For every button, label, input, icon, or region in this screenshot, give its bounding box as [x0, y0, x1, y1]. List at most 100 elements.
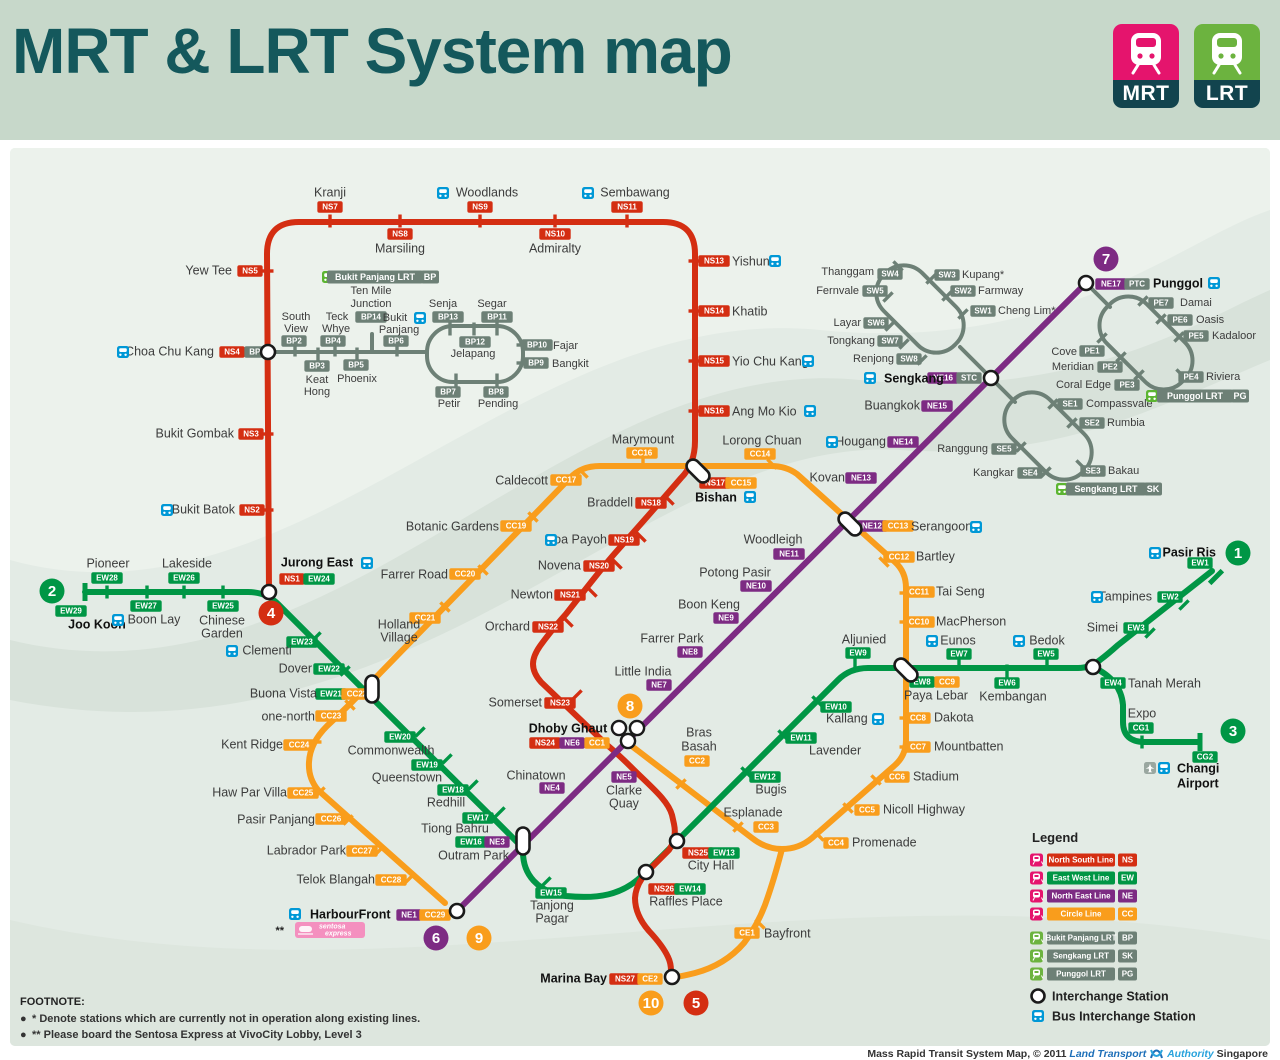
mrt-logo-label: MRT	[1113, 80, 1179, 108]
station-label-Phoenix: Phoenix	[337, 373, 377, 385]
terminal-number-3: 3	[1220, 718, 1246, 744]
station-code-BP14: BP14	[355, 311, 387, 323]
station-code-NS21: NS21	[554, 589, 586, 601]
legend-title: Legend	[1032, 830, 1078, 845]
svg-text:SE5: SE5	[996, 445, 1012, 454]
svg-text:EW17: EW17	[467, 814, 489, 823]
svg-text:CC20: CC20	[455, 570, 476, 579]
svg-text:EW23: EW23	[291, 638, 313, 647]
station-code-CC8: CC8	[905, 712, 931, 724]
station-label-Ang Mo Kio: Ang Mo Kio	[732, 404, 797, 418]
svg-text:PE6: PE6	[1172, 316, 1188, 325]
bus-interchange-icon	[545, 534, 557, 546]
svg-text:CC1: CC1	[589, 739, 606, 748]
station-tick-Tampines	[1178, 599, 1190, 611]
footer-suffix: Singapore	[1213, 1048, 1268, 1060]
svg-text:express: express	[325, 931, 352, 938]
station-code-SE2: SE2	[1079, 417, 1105, 429]
station-label-Senja: Senja	[429, 298, 458, 310]
svg-text:SW8: SW8	[900, 355, 918, 364]
svg-text:PE5: PE5	[1188, 332, 1204, 341]
svg-text:CC19: CC19	[506, 522, 527, 531]
svg-text:EW: EW	[1121, 874, 1134, 883]
station-code-EW7: EW7	[946, 648, 972, 660]
svg-text:CC16: CC16	[632, 449, 653, 458]
station-code-NE5: NE5	[611, 771, 637, 783]
station-label-Kallang: Kallang	[826, 711, 868, 725]
station-label-Fernvale: Fernvale	[816, 285, 859, 297]
bus-interchange-icon	[112, 614, 124, 626]
svg-text:CC4: CC4	[828, 839, 845, 848]
terminal-number-6: 6	[423, 925, 449, 951]
station-label-Telok Blangah: Telok Blangah	[296, 872, 375, 886]
svg-text:EW12: EW12	[754, 773, 776, 782]
station-label-Pasir Panjang: Pasir Panjang	[237, 812, 315, 826]
bus-interchange-icon	[582, 187, 594, 199]
svg-text:CC28: CC28	[381, 876, 402, 885]
station-label-Dakota: Dakota	[934, 710, 974, 724]
station-code-CC6: CC6	[884, 771, 910, 783]
station-code-EW10: EW10	[820, 701, 852, 713]
svg-text:CG2: CG2	[1197, 753, 1214, 762]
station-label-Bukit Gombak: Bukit Gombak	[155, 426, 234, 440]
station-code-NE8: NE8	[677, 646, 703, 658]
lrt-logo-label: LRT	[1194, 80, 1260, 108]
svg-text:4: 4	[267, 605, 276, 622]
station-code-CC13: CC13	[882, 520, 914, 532]
station-code-EW20: EW20	[384, 731, 416, 743]
station-label-Simei: Simei	[1087, 620, 1118, 634]
bus-interchange-icon	[1149, 547, 1161, 559]
station-label-Thanggam: Thanggam	[821, 266, 874, 278]
station-tick-Newton	[586, 586, 598, 598]
station-code-BP2: BP2	[281, 335, 307, 347]
station-label-Raffles Place: Raffles Place	[649, 894, 722, 908]
station-label-Kranji: Kranji	[314, 185, 346, 199]
station-label-Kadaloor: Kadaloor	[1212, 330, 1256, 342]
svg-text:CC25: CC25	[293, 789, 314, 798]
svg-text:NE16: NE16	[933, 374, 954, 383]
station-code-SW1: SW1	[970, 305, 996, 317]
station-code-CE1: CE1	[734, 927, 760, 939]
station-label-Segar: Segar	[477, 298, 507, 310]
station-label-Bukit Panjang: Bukit	[383, 312, 407, 324]
station-code-NE11: NE11	[773, 548, 805, 560]
svg-text:CC7: CC7	[910, 743, 927, 752]
bus-interchange-icon	[289, 908, 301, 920]
station-label-Farmway: Farmway	[978, 285, 1024, 297]
svg-text:CC3: CC3	[758, 823, 775, 832]
footnote-item-1: ●* Denote stations which are currently n…	[20, 1013, 421, 1025]
station-tick-Caldecott	[577, 467, 589, 479]
station-code-NS11: NS11	[611, 201, 643, 213]
station-code-CC14: CC14	[744, 448, 776, 460]
svg-text:EW10: EW10	[825, 703, 847, 712]
station-label-Yio Chu Kang: Yio Chu Kang	[732, 354, 809, 368]
station-code-SW7: SW7	[877, 335, 903, 347]
svg-text:NS9: NS9	[472, 203, 488, 212]
station-code-EW11: EW11	[785, 732, 817, 744]
station-code-SE4: SE4	[1017, 467, 1043, 479]
station-label-Redhill: Redhill	[427, 795, 465, 809]
station-code-EW23: EW23	[286, 636, 318, 648]
station-label-Riviera: Riviera	[1206, 371, 1241, 383]
interchange-station-triple	[622, 735, 634, 747]
station-code-NS16: NS16	[698, 405, 730, 417]
station-tick-Kangkar	[1040, 466, 1052, 478]
airport-icon	[1144, 762, 1156, 774]
station-tick-Bras Basah	[675, 778, 687, 790]
svg-text:CC2: CC2	[689, 757, 706, 766]
station-label-Damai: Damai	[1180, 297, 1212, 309]
station-tick-Fernvale	[882, 291, 894, 303]
station-code-CC29: CC29	[419, 909, 451, 921]
station-label-Orchard: Orchard	[485, 619, 530, 633]
station-label-Ten Mile Junction: Junction	[351, 298, 392, 310]
footer-credit: Mass Rapid Transit System Map, © 2011 La…	[867, 1047, 1268, 1060]
station-label-Bartley: Bartley	[916, 549, 956, 563]
station-code-CC23: CC23	[315, 710, 347, 722]
station-code-CC15: CC15	[725, 477, 757, 489]
bus-interchange-icon	[161, 504, 173, 516]
station-label-South View: South	[282, 311, 311, 323]
bus-interchange-icon	[970, 521, 982, 533]
station-label-Bras Basah: Basah	[681, 739, 716, 753]
